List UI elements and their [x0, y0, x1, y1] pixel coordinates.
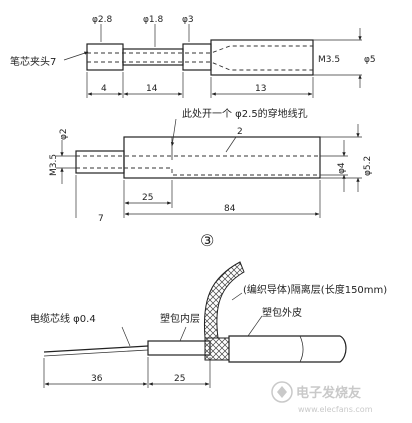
label-braid-shield: (编织导体)隔离层(长度150mm)	[243, 283, 387, 296]
dim-phi-right: φ3	[182, 15, 194, 25]
len-14: 14	[146, 84, 158, 94]
figure-number-3: ③	[200, 231, 214, 250]
len-84: 84	[224, 204, 236, 214]
body-bore	[76, 155, 320, 176]
body-main	[123, 136, 321, 179]
watermark-brand: 电子发烧友	[296, 385, 361, 401]
len-13: 13	[255, 84, 266, 94]
cable-outer-jacket	[228, 335, 347, 363]
thread-m35-bottom: M3.5	[49, 154, 59, 176]
label-clip: 笔芯夹头7	[10, 55, 56, 68]
figure-3-cable: (编织导体)隔离层(长度150mm) 电缆芯线 φ0.4 塑包内层 塑包外皮 3…	[30, 261, 387, 388]
clip-body	[210, 39, 314, 76]
cable-inner-layer	[147, 340, 211, 356]
figure-2-body: φ2 M3.5 此处开一个 φ2.5的穿地线孔 2 φ4 φ5.2 25 7 8…	[49, 107, 373, 250]
dim-phi-body: φ5	[364, 55, 376, 65]
part-number-2: 2	[237, 127, 243, 137]
clip-seg-neck	[122, 48, 184, 66]
label-outer-jacket: 塑包外皮	[262, 306, 302, 319]
dim-phi-2: φ2	[59, 128, 69, 140]
note-ground-hole: 此处开一个 φ2.5的穿地线孔	[182, 107, 308, 120]
clip-bore	[87, 45, 313, 71]
dim-phi-4: φ4	[337, 162, 347, 174]
thread-m35-top: M3.5	[318, 55, 340, 65]
clip-seg-left	[86, 43, 124, 71]
label-inner-layer: 塑包内层	[160, 312, 200, 325]
label-core-wire: 电缆芯线 φ0.4	[30, 312, 96, 325]
cable-core	[43, 345, 149, 353]
clip-seg-right	[182, 43, 212, 71]
dim-phi-52: φ5.2	[363, 156, 373, 176]
len-7: 7	[98, 214, 104, 224]
cable-braid-band	[204, 337, 230, 361]
cable-braid-shield	[203, 261, 245, 339]
dim-phi-mid: φ1.8	[143, 15, 164, 25]
watermark: 电子发烧友 www.elecfans.com	[271, 381, 373, 414]
len-25-bottom: 25	[174, 374, 185, 384]
dim-phi-left: φ2.8	[92, 15, 113, 25]
len-4: 4	[101, 84, 107, 94]
figure-1-clip: φ2.8 φ1.8 φ3 笔芯夹头7 M3.5 φ5 4 14 13	[10, 15, 376, 98]
len-25-top: 25	[142, 193, 153, 203]
body-thread-end	[75, 150, 125, 174]
watermark-url: www.elecfans.com	[298, 405, 373, 414]
len-36: 36	[91, 374, 103, 384]
